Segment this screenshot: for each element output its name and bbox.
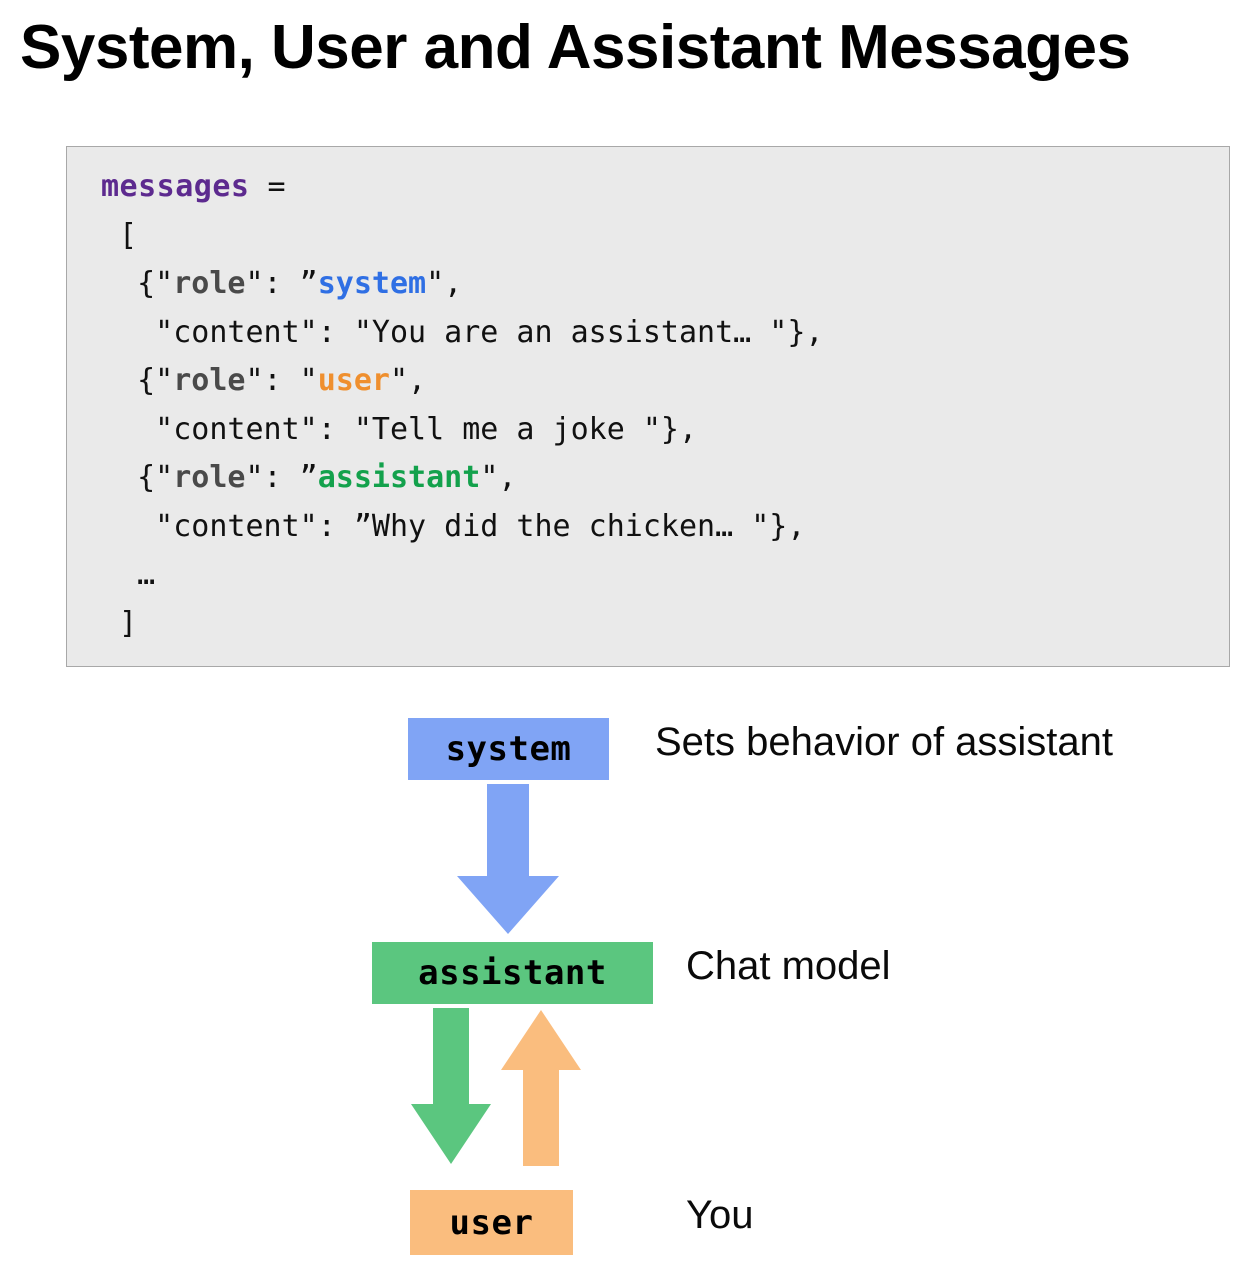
code-token-plain: [ bbox=[101, 217, 138, 253]
arrow-user-to-assistant-icon bbox=[500, 1008, 582, 1166]
code-line-line-close-bracket: ] bbox=[101, 600, 1229, 649]
code-token-user: user bbox=[317, 363, 390, 398]
diagram-node-system-description: Sets behavior of assistant bbox=[655, 720, 1114, 764]
code-line-line-role-system: {"role": ”system", bbox=[101, 260, 1229, 309]
code-line-line-role-assistant: {"role": ”assistant", bbox=[101, 454, 1229, 503]
diagram-node-user[interactable]: user bbox=[410, 1190, 573, 1255]
page-title: System, User and Assistant Messages bbox=[20, 13, 1131, 82]
code-token-key: role bbox=[173, 460, 246, 495]
diagram-node-assistant[interactable]: assistant bbox=[372, 942, 653, 1004]
diagram-node-system[interactable]: system bbox=[408, 718, 609, 780]
diagram-node-system-label: system bbox=[445, 729, 572, 769]
code-line-line-content-user: "content": "Tell me a joke "}, bbox=[101, 406, 1229, 455]
code-token-key: role bbox=[173, 363, 246, 398]
code-token-assist: assistant bbox=[317, 460, 481, 495]
code-token-plain: … bbox=[101, 557, 156, 592]
code-block: messages = [ {"role": ”system", "content… bbox=[66, 146, 1230, 667]
code-token-plain: ", bbox=[426, 266, 463, 301]
code-line-line-role-user: {"role": "user", bbox=[101, 357, 1229, 406]
message-flow-diagram: system Sets behavior of assistant assist… bbox=[0, 690, 1260, 1282]
code-token-plain: ", bbox=[480, 460, 517, 495]
code-line-line-open-bracket: [ bbox=[101, 212, 1229, 261]
code-token-plain: ] bbox=[101, 605, 138, 641]
code-token-plain: ": ” bbox=[245, 266, 318, 301]
code-token-plain: "content": ”Why did the chicken… "}, bbox=[101, 508, 806, 544]
code-token-plain: "content": "Tell me a joke "}, bbox=[101, 411, 698, 447]
code-token-var: messages bbox=[101, 169, 250, 204]
code-line-line-ellipsis: … bbox=[101, 551, 1229, 600]
code-token-plain: ": " bbox=[245, 363, 318, 398]
code-line-line-assign: messages = bbox=[101, 163, 1229, 212]
code-token-system: system bbox=[317, 266, 427, 301]
code-line-line-content-system: "content": "You are an assistant… "}, bbox=[101, 309, 1229, 358]
code-token-plain: {" bbox=[101, 363, 174, 398]
diagram-node-assistant-label: assistant bbox=[418, 953, 607, 993]
code-token-plain: ", bbox=[390, 363, 427, 398]
code-token-plain: = bbox=[249, 169, 286, 204]
code-token-plain: {" bbox=[101, 266, 174, 301]
code-token-plain: ": ” bbox=[245, 460, 318, 495]
diagram-node-user-label: user bbox=[449, 1202, 534, 1243]
arrow-assistant-to-user-icon bbox=[410, 1008, 492, 1166]
diagram-node-user-description: You bbox=[686, 1193, 754, 1237]
code-token-key: role bbox=[173, 266, 246, 301]
code-block-content: messages = [ {"role": ”system", "content… bbox=[101, 163, 1229, 648]
code-line-line-content-assistant: "content": ”Why did the chicken… "}, bbox=[101, 503, 1229, 552]
code-token-plain: "content": "You are an assistant… "}, bbox=[101, 314, 824, 350]
diagram-node-assistant-description: Chat model bbox=[686, 944, 891, 988]
code-token-plain: {" bbox=[101, 460, 174, 495]
arrow-system-to-assistant-icon bbox=[455, 784, 561, 936]
